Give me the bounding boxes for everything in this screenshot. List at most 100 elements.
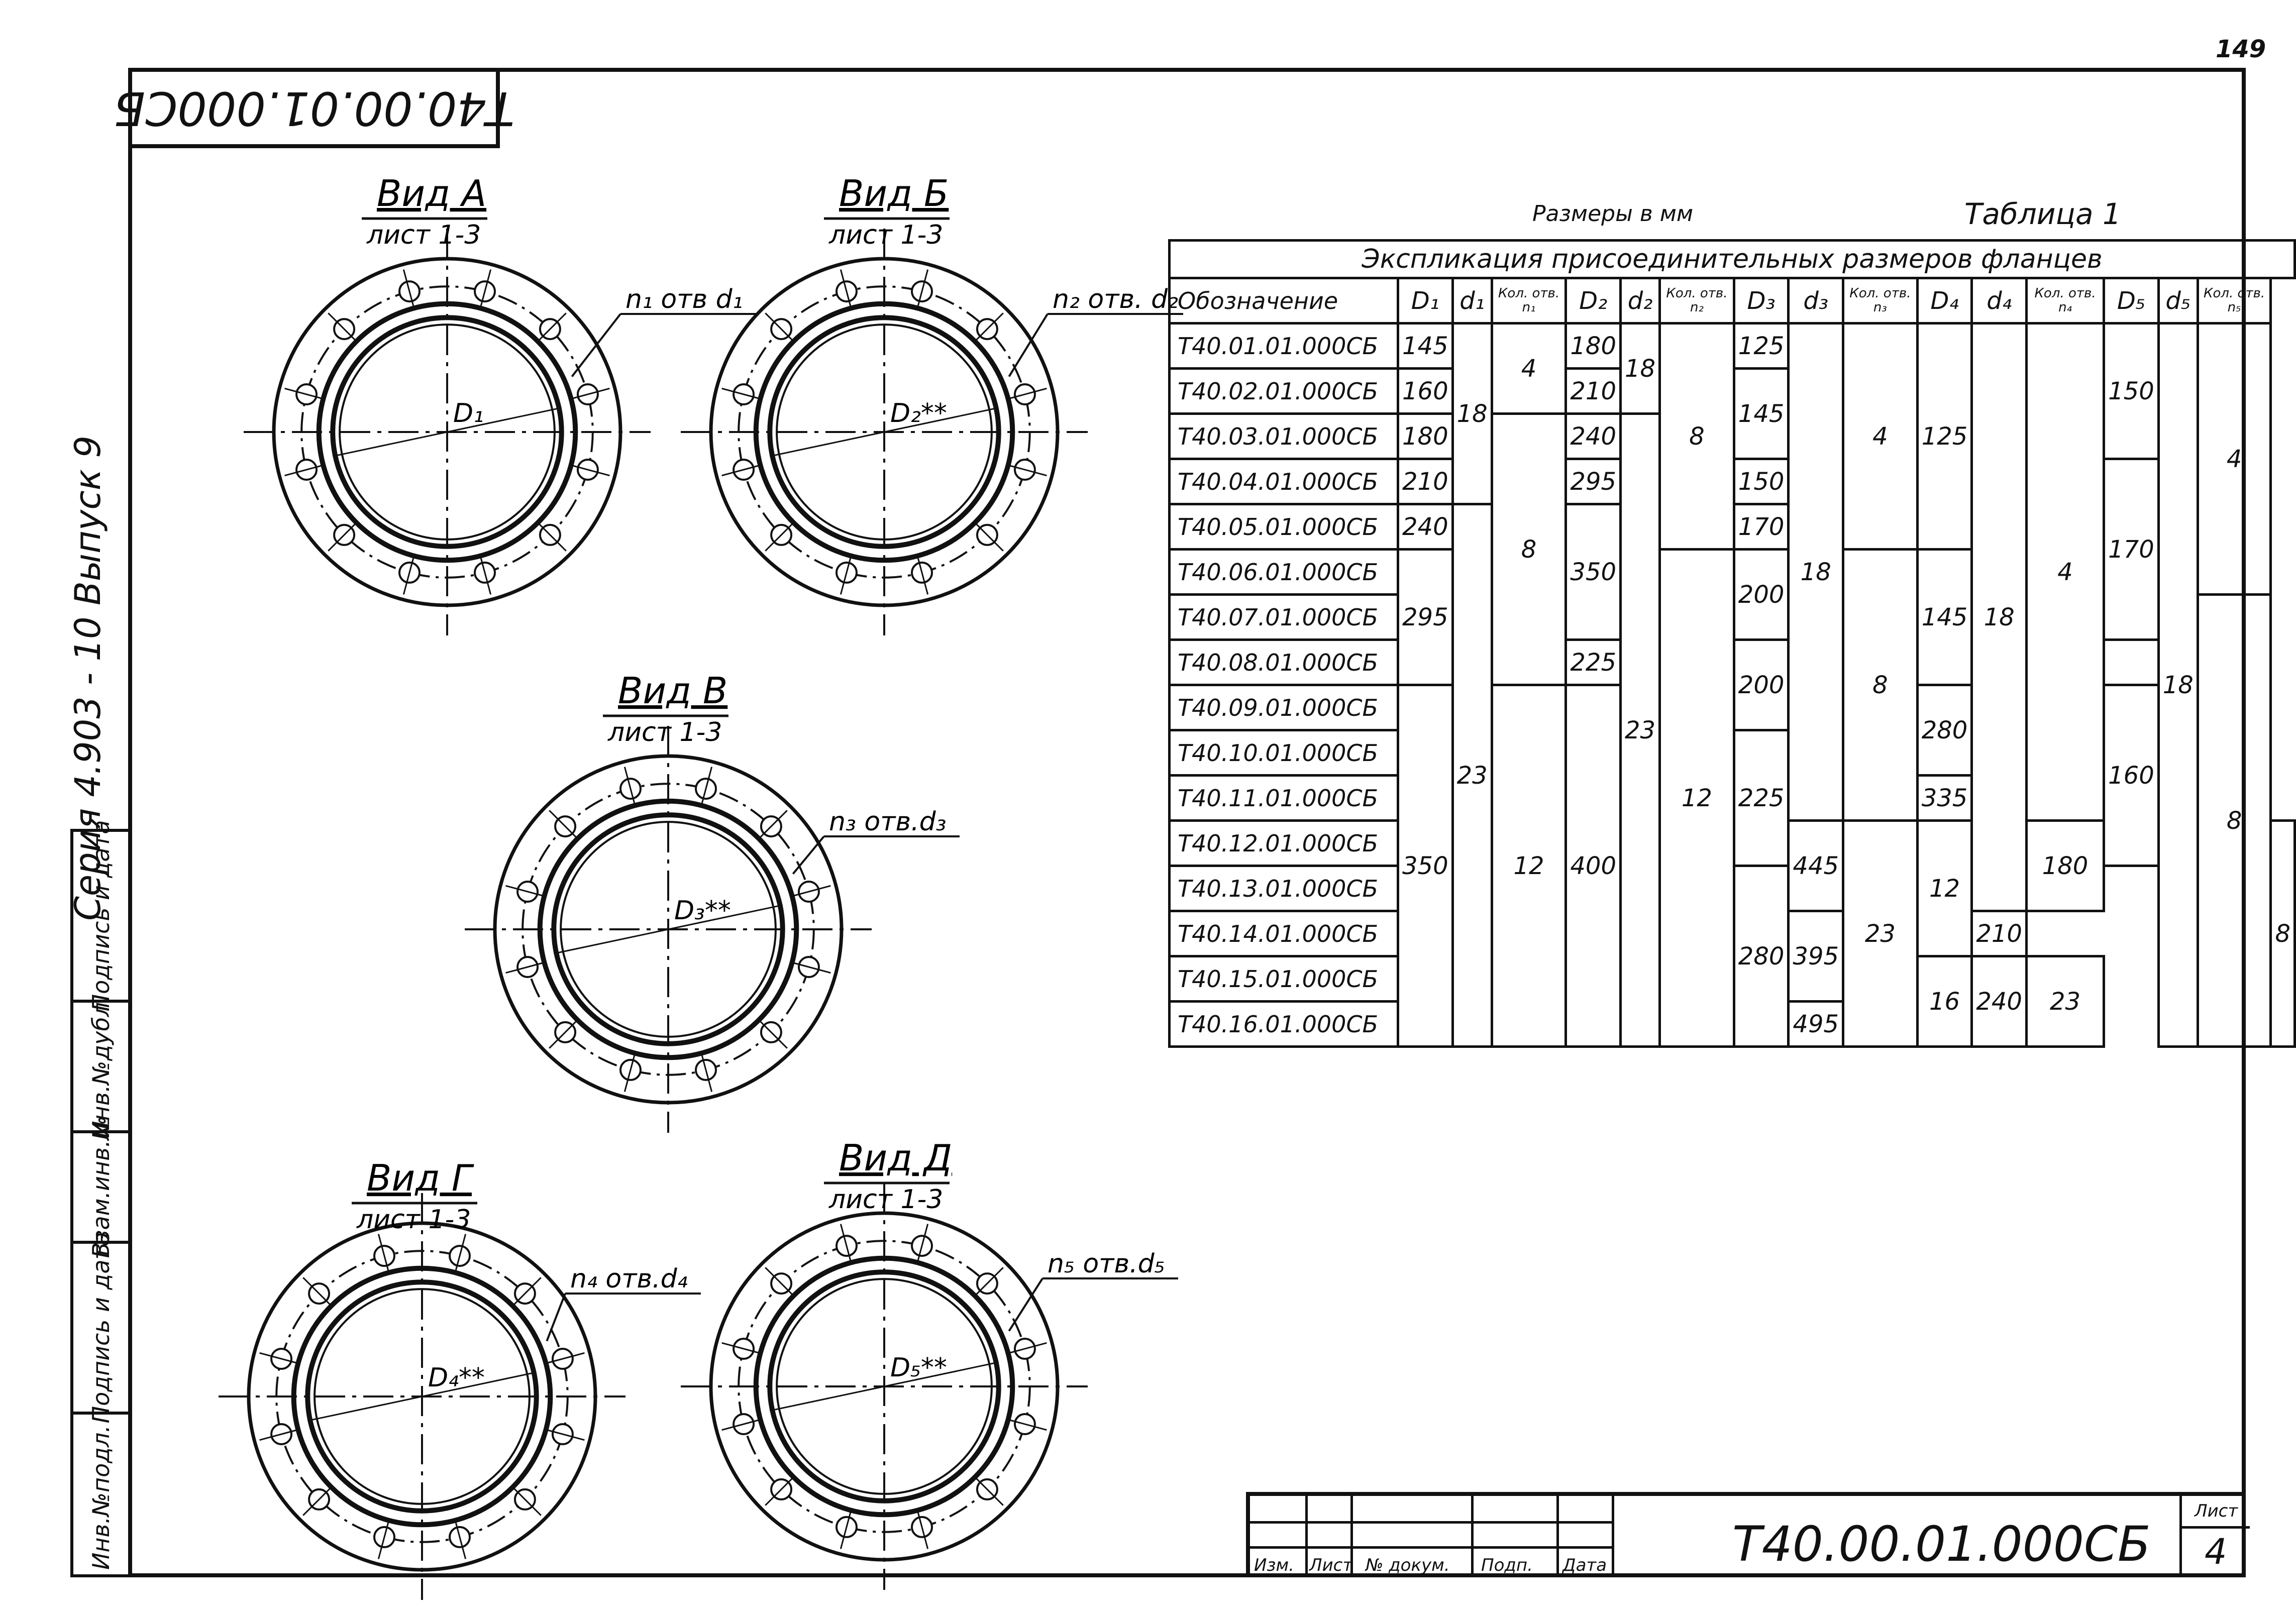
D1-cell: 180 xyxy=(1397,412,1454,460)
hole-axis xyxy=(573,387,610,399)
n3-cell: 4 xyxy=(1842,322,1919,551)
tb-podp: Подп. xyxy=(1481,1555,1533,1575)
hole-axis xyxy=(377,1234,389,1271)
d1-cell: 18 xyxy=(1451,322,1493,505)
D2-cell: 210 xyxy=(1564,367,1622,415)
hole-axis xyxy=(548,1429,585,1441)
table-row: Т40.03.01.000СБ 180 8 240 23 xyxy=(1168,412,2295,1048)
hole-axis xyxy=(794,885,831,897)
hole-axis xyxy=(1010,1342,1047,1354)
view-title: Вид В xyxy=(618,670,727,712)
bore-circle xyxy=(305,1279,539,1514)
table-row: Т40.05.01.000СБ 240 23 350 170 xyxy=(1168,503,2295,1048)
n1-cell: 8 xyxy=(1490,412,1568,686)
hole-axis xyxy=(402,269,414,306)
header-n5: Кол. отв. n₅ xyxy=(2196,277,2272,325)
hole-axis xyxy=(1010,387,1047,399)
hole-axis xyxy=(1010,1419,1047,1431)
tb-divider xyxy=(1556,1496,1559,1573)
header-D1: D₁ xyxy=(1397,277,1454,325)
leader-line xyxy=(571,313,621,377)
D3-cell: 445 xyxy=(1787,819,1845,912)
bolt-circle xyxy=(738,1240,1031,1533)
view-title: Вид Б xyxy=(839,172,949,214)
hole-axis xyxy=(917,558,929,595)
table-row: Т40.14.01.000СБ 395 210 xyxy=(1168,910,2295,1003)
D3-cell: 225 xyxy=(1564,638,1622,686)
hole-axis xyxy=(765,312,793,341)
page-number: 149 xyxy=(2216,35,2266,63)
units-label: Размеры в мм xyxy=(1532,201,1694,227)
bore-inner-circle xyxy=(776,1278,993,1495)
n5-cell: 4 xyxy=(2196,322,2272,596)
sidebar-cell: Подпись и дата xyxy=(73,820,128,1012)
flange-outer-circle xyxy=(272,257,622,607)
view-sheet: лист 1-3 xyxy=(356,1205,471,1235)
hole-axis xyxy=(976,1267,1004,1295)
hole-axis xyxy=(794,962,831,974)
header-d2: d₂ xyxy=(1619,277,1661,325)
D3-cell: 125 xyxy=(1732,322,1790,370)
hole-axis xyxy=(513,1488,542,1516)
d4-cell: 18 xyxy=(1970,322,2028,912)
header-d3: d₃ xyxy=(1787,277,1845,325)
hole-axis xyxy=(539,523,567,552)
header-n3: Кол. отв. n₃ xyxy=(1842,277,1919,325)
D5-cell: 225 xyxy=(1732,729,1790,867)
bore-inner-circle xyxy=(314,1288,531,1505)
sidebar-cell: Подпись и дата xyxy=(73,1232,128,1424)
holes-label: n₅ отв.d₅ xyxy=(1048,1249,1165,1279)
view-title: Вид А xyxy=(377,172,486,214)
table-row: Т40.13.01.000СБ 280 xyxy=(1168,865,2295,1048)
bolt-circle xyxy=(300,285,594,579)
hole-axis xyxy=(701,1055,713,1092)
diameter-label: D₁ xyxy=(453,398,484,428)
n1-cell: 4 xyxy=(1490,322,1568,415)
tb-izm: Изм. xyxy=(1254,1555,1294,1575)
n3-cell: 8 xyxy=(1842,548,1919,822)
designation-cell: Т40.14.01.000СБ xyxy=(1168,910,1399,957)
tb-divider xyxy=(1350,1496,1353,1573)
hole-axis xyxy=(284,387,322,399)
tb-divider xyxy=(1612,1496,1614,1573)
D2-cell: 295 xyxy=(1564,458,1622,505)
hole-axis xyxy=(328,312,356,341)
D4-cell: 145 xyxy=(1916,548,1973,686)
header-designation: Обозначение xyxy=(1168,277,1399,325)
diameter-line xyxy=(553,904,783,954)
diameter-line xyxy=(769,407,999,457)
D4-cell: 125 xyxy=(1916,322,1973,551)
D1-cell: 350 xyxy=(1397,684,1454,1048)
header-d5: d₅ xyxy=(2157,277,2199,325)
D4-cell: 210 xyxy=(1970,910,2028,957)
hole-axis xyxy=(760,1021,788,1049)
hole-axis xyxy=(623,767,636,804)
bore-circle xyxy=(767,315,1001,549)
bore-circle xyxy=(767,1269,1001,1503)
hole-axis xyxy=(976,523,1004,552)
hole-axis xyxy=(539,312,567,341)
flange-outer-circle xyxy=(709,1211,1060,1562)
designation-cell: Т40.07.01.000СБ xyxy=(1168,593,1399,641)
hole-axis xyxy=(328,523,356,552)
flange-outer-circle xyxy=(709,257,1060,607)
diameter-label: D₃** xyxy=(674,896,731,926)
sidebar-cell: Взам.инв.№ xyxy=(73,1116,128,1258)
hole-axis xyxy=(917,1512,929,1549)
table-row: Т40.11.01.000СБ 335 xyxy=(1168,774,2295,822)
bore-inner-circle xyxy=(339,324,556,541)
designation-cell: Т40.02.01.000СБ xyxy=(1168,367,1399,415)
D2-cell: 350 xyxy=(1564,503,1622,641)
holes-label: n₂ отв. d₂ xyxy=(1053,284,1178,314)
hole-axis xyxy=(455,1234,467,1271)
signature-strip: Инв.№подл. Подпись и дата Взам.инв.№ Инв… xyxy=(70,820,128,1577)
hole-axis xyxy=(721,1419,759,1431)
tb-divider xyxy=(1250,1546,1612,1549)
leader-line xyxy=(1008,1277,1043,1332)
diameter-line xyxy=(307,1371,537,1422)
hole-axis xyxy=(721,1342,759,1354)
D3-cell: 200 xyxy=(1732,548,1790,641)
tb-date: Дата xyxy=(1562,1555,1607,1575)
hole-axis xyxy=(549,810,577,838)
hole-axis xyxy=(917,269,929,306)
